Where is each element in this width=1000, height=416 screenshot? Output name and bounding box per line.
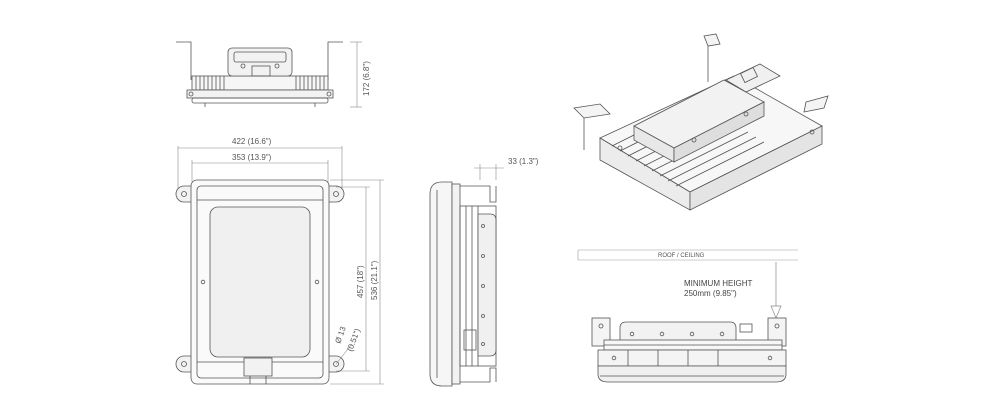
width-dimensions (177, 146, 343, 190)
ceiling-line (577, 249, 798, 261)
roof-label: ROOF / CEILING (658, 253, 705, 259)
min-height-arrow (770, 262, 782, 319)
installed-side-view (591, 317, 787, 383)
height-dimension (350, 41, 362, 108)
top-view (175, 179, 345, 385)
depth-dimension (474, 164, 504, 180)
min-height-value: 250mm (9.85") (684, 289, 737, 298)
length-inner-label: 457 (18") (356, 265, 365, 298)
height-label: 172 (6.8") (362, 61, 371, 96)
length-overall-label: 536 (21.1") (370, 260, 379, 300)
width-mount-label: 353 (13.9") (232, 153, 272, 162)
length-dimensions (330, 179, 384, 385)
depth-label: 33 (1.3") (508, 157, 539, 166)
side-view (429, 181, 497, 387)
min-height-title: MINIMUM HEIGHT (684, 279, 753, 288)
hole-label: Ø 13 (333, 325, 348, 345)
isometric-view (573, 33, 829, 211)
width-overall-label: 422 (16.6") (232, 137, 272, 146)
front-view (176, 41, 343, 107)
hole-inch-label: (0.51") (345, 327, 362, 353)
